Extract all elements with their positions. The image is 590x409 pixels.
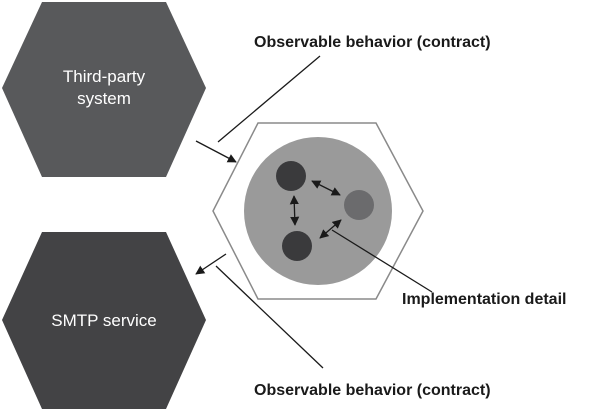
smtp-hexagon [2, 232, 206, 409]
leader-contract-top [217, 55, 321, 143]
third-party-label-line1: Third-party [63, 67, 146, 86]
annotation-contract-top: Observable behavior (contract) [254, 34, 491, 51]
annotation-implementation-detail: Implementation detail [402, 291, 566, 308]
internal-node-right [344, 190, 374, 220]
application-node [212, 122, 424, 300]
arrow-app-to-smtp [195, 253, 227, 275]
leader-implementation [331, 229, 433, 293]
internal-node-top [276, 161, 306, 191]
annotation-contract-bottom: Observable behavior (contract) [254, 382, 491, 399]
internal-link-top-bottom [289, 195, 300, 226]
leader-contract-bottom [215, 265, 324, 369]
internal-link-bottom-right [319, 219, 342, 239]
smtp-label: SMTP service [51, 311, 157, 330]
third-party-hexagon [2, 2, 206, 177]
internal-node-bottom [282, 231, 312, 261]
third-party-system-node: Third-party system [2, 2, 206, 177]
smtp-service-node: SMTP service [2, 232, 206, 409]
arrow-third-party-to-app [195, 140, 237, 163]
third-party-label-line2: system [77, 89, 131, 108]
internal-link-top-right [311, 180, 341, 196]
